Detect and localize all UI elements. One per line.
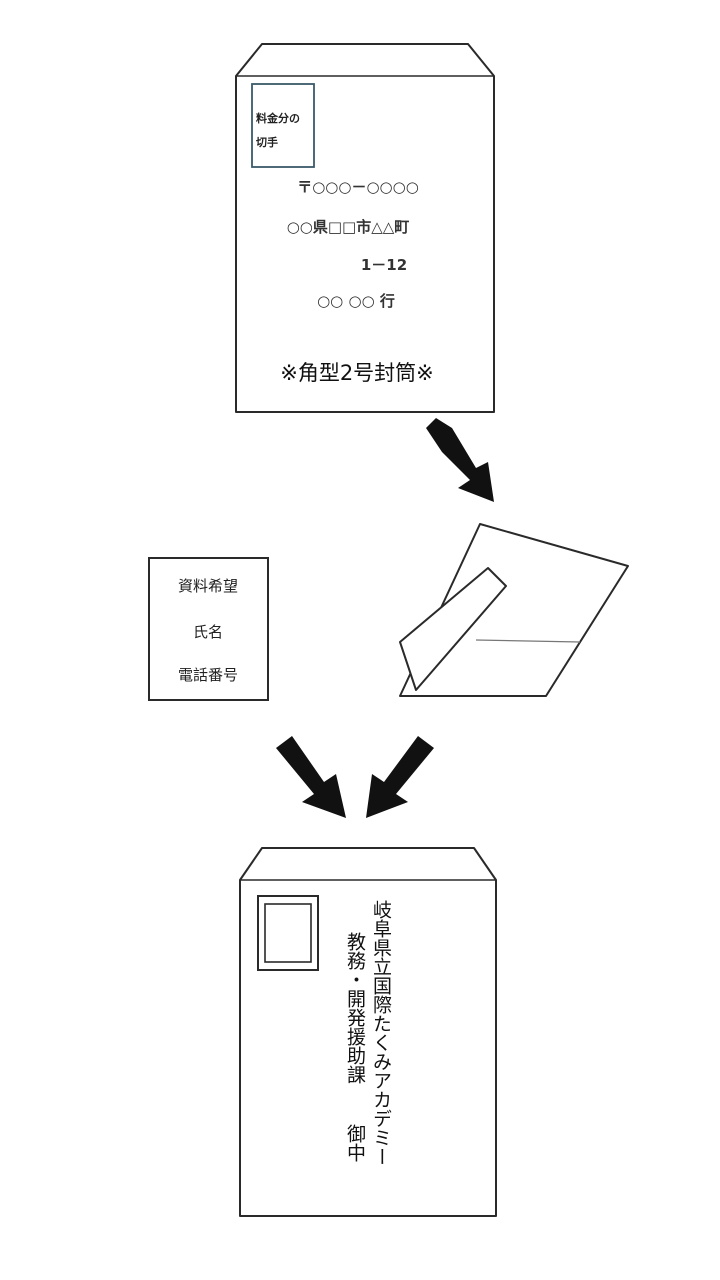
postal-code: 〒○○○－○○○○ (297, 178, 419, 196)
return-envelope: 料金分の 切手 〒○○○－○○○○ ○○県□□市△△町 1－12 ○○ ○○ 行… (235, 43, 495, 413)
honorific: 御中 (344, 1124, 366, 1162)
arrow-from-card-icon (276, 736, 346, 818)
request-card-line3: 電話番号 (178, 666, 238, 684)
request-card-line2: 氏名 (193, 623, 223, 641)
stamp-label-line1: 料金分の (256, 111, 300, 125)
folded-return-envelope (399, 523, 629, 697)
stamp-placeholder (251, 83, 315, 168)
recipient-name: ○○ ○○ 行 (317, 292, 395, 310)
stamp-label-line2: 切手 (256, 135, 278, 149)
arrow-down-right-icon (426, 418, 494, 502)
stamp-icon (257, 895, 319, 971)
arrow-from-folded-envelope-icon (366, 736, 434, 818)
address-number: 1－12 (361, 256, 407, 274)
request-card-line1: 資料希望 (178, 577, 238, 595)
request-card: 資料希望 氏名 電話番号 (148, 557, 269, 701)
envelope-size-note: ※角型2号封筒※ (280, 361, 434, 385)
academy-address: 岐阜県立国際たくみアカデミー (370, 900, 392, 1166)
address-line: ○○県□□市△△町 (287, 218, 410, 236)
outgoing-envelope: 岐阜県立国際たくみアカデミー 教務・開発援助課 御中 (239, 847, 497, 1217)
department-name: 教務・開発援助課 (344, 932, 366, 1084)
